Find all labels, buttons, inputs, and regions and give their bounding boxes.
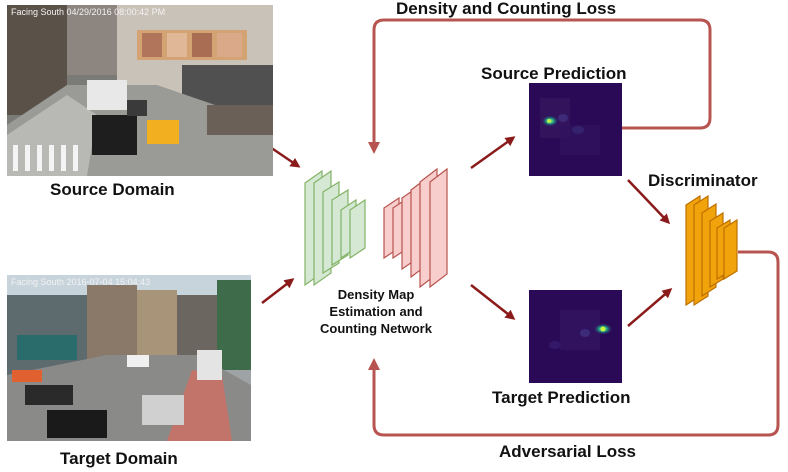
discriminator-label: Discriminator (648, 171, 758, 190)
density-loss-label: Density and Counting Loss (396, 0, 617, 18)
source-pred-to-disc-arrow (627, 179, 671, 225)
source-prediction-label: Source Prediction (481, 64, 627, 83)
encoder-blocks (304, 169, 366, 287)
target-prediction-label: Target Prediction (492, 388, 631, 407)
network-label-line2: Estimation and (329, 304, 423, 319)
decoder-blocks (383, 167, 448, 289)
source-domain-label: Source Domain (50, 180, 175, 199)
target-domain-image: Facing South 2016-07-04 15:04:43 (7, 275, 251, 441)
target-domain-label: Target Domain (60, 449, 178, 468)
target-pred-to-disc-arrow (627, 288, 673, 327)
density-loss-loop (368, 18, 712, 154)
target-to-network-arrow (261, 278, 295, 304)
network-label-line3: Counting Network (320, 321, 432, 336)
target-image-stamp: Facing South 2016-07-04 15:04:43 (11, 277, 151, 287)
target-scene (7, 275, 251, 441)
network-to-source-pred-arrow (470, 136, 516, 170)
adversarial-loss-label: Adversarial Loss (499, 442, 637, 461)
adversarial-loss-loop (368, 250, 780, 437)
network-label: Density Map Estimation and Counting Netw… (291, 286, 461, 337)
source-prediction-heatmap (529, 83, 622, 176)
network-label-line1: Density Map (337, 287, 415, 302)
target-prediction-heatmap (529, 290, 622, 383)
source-scene (7, 5, 273, 176)
source-to-network-arrow (269, 145, 301, 168)
source-image-stamp: Facing South 04/29/2016 08:00:42 PM (11, 7, 166, 17)
network-to-target-pred-arrow (470, 284, 516, 320)
discriminator-blocks (685, 194, 738, 307)
source-domain-image: Facing South 04/29/2016 08:00:42 PM (7, 5, 273, 176)
